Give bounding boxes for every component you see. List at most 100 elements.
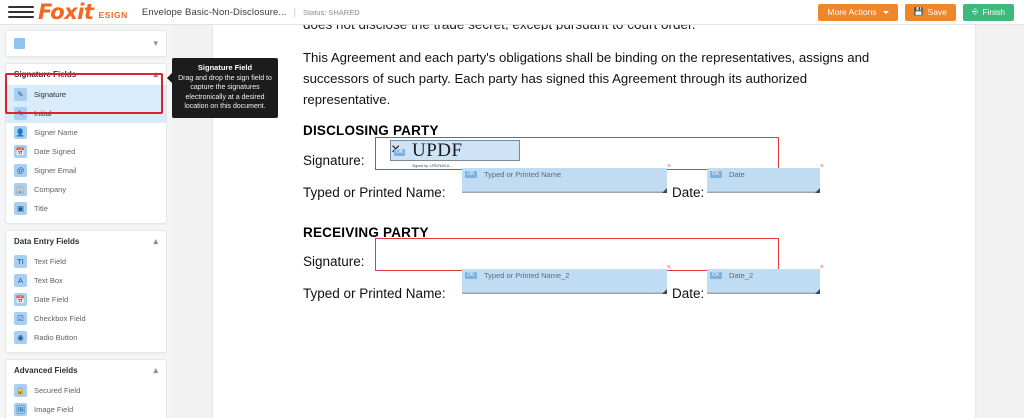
field-ok-badge: OK	[394, 149, 406, 156]
receiving-name-field[interactable]: OK Typed or Printed Name_2 ×	[462, 264, 671, 294]
close-icon[interactable]: ×	[666, 264, 671, 271]
field-label: Image Field	[34, 405, 74, 414]
receiving-date-field[interactable]: OK Date_2 ×	[707, 264, 824, 294]
section-body-signature-fields: ✎ Signature ✎ Initial 👤 Signer Name 📅 Da…	[6, 84, 166, 223]
sidebar-item-date-field[interactable]: 📅 Date Field	[6, 290, 166, 309]
section-data-entry-fields: Data Entry Fields ▴ TI Text Field A Text…	[5, 230, 167, 353]
more-actions-button[interactable]: More Actions	[818, 3, 898, 21]
recipient-dropdown[interactable]: ▾	[6, 31, 166, 56]
disclosing-date-field[interactable]: OK Date ×	[707, 163, 824, 193]
sidebar-item-title[interactable]: ▣ Title	[6, 199, 166, 218]
sidebar-item-secured-field[interactable]: 🔒 Secured Field	[6, 381, 166, 400]
resize-handle[interactable]	[662, 289, 667, 294]
image-icon: 🖼	[14, 403, 27, 416]
chevron-up-icon[interactable]: ▴	[153, 235, 158, 246]
field-placeholder: Date_2	[729, 271, 754, 280]
field-label: Checkbox Field	[34, 314, 86, 323]
sidebar-item-text-box[interactable]: A Text Box	[6, 271, 166, 290]
foxit-logo: Foxit ESIGN	[38, 0, 128, 24]
receiving-date-label: Date:	[672, 286, 705, 301]
brand-name: Foxit	[38, 0, 94, 24]
chevron-down-icon: ▾	[153, 38, 158, 48]
section-title: Advanced Fields	[14, 365, 78, 375]
sidebar-item-signer-email[interactable]: @ Signer Email	[6, 161, 166, 180]
field-label: Text Field	[34, 257, 67, 266]
field-label: Company	[34, 185, 67, 194]
save-button[interactable]: 💾 Save	[904, 3, 956, 21]
close-icon[interactable]: ×	[819, 264, 824, 271]
header-actions: More Actions 💾 Save ⎆ Finish	[818, 3, 1014, 21]
tooltip-arrow	[167, 73, 172, 83]
sidebar-item-text-field[interactable]: TI Text Field	[6, 252, 166, 271]
sidebar-item-signature[interactable]: ✎ Signature	[6, 85, 166, 104]
save-label: Save	[927, 7, 947, 17]
more-actions-label: More Actions	[827, 7, 877, 17]
section-header-advanced-fields[interactable]: Advanced Fields ▴	[6, 360, 166, 380]
section-signature-fields: Signature Fields ▴ ✎ Signature ✎ Initial…	[5, 63, 167, 224]
section-advanced-fields: Advanced Fields ▴ 🔒 Secured Field 🖼 Imag…	[5, 359, 167, 418]
chevron-up-icon[interactable]: ▴	[153, 68, 158, 79]
disclosing-signature-label: Signature:	[303, 153, 365, 168]
user-icon: 👤	[14, 126, 27, 139]
signature-value: UPDF	[412, 140, 463, 161]
field-ok-badge: OK	[710, 171, 722, 178]
field-placeholder: Date	[729, 170, 745, 179]
sidebar-item-radio-button[interactable]: ◉ Radio Button	[6, 328, 166, 347]
status-badge: Status: SHARED	[302, 7, 360, 17]
checkbox-icon: ☑	[14, 312, 27, 325]
field-ok-badge: OK	[465, 272, 477, 279]
section-header-signature-fields[interactable]: Signature Fields ▴	[6, 64, 166, 84]
receiving-party-heading: RECEIVING PARTY	[303, 225, 429, 240]
section-title: Data Entry Fields	[14, 236, 80, 246]
text-box-icon: A	[14, 274, 27, 287]
document-title: Envelope Basic-Non-Disclosure...	[141, 6, 287, 18]
recipient-color-swatch	[14, 38, 25, 49]
initial-pen-icon: ✎	[14, 107, 27, 120]
title-box-icon: ▣	[14, 202, 27, 215]
document-page: does not disclose the trade secret, exce…	[213, 17, 975, 418]
save-disk-icon: 💾	[913, 7, 924, 16]
sidebar-item-company[interactable]: 🏢 Company	[6, 180, 166, 199]
lock-icon: 🔒	[14, 384, 27, 397]
resize-handle[interactable]	[815, 289, 820, 294]
finish-label: Finish	[982, 7, 1005, 17]
field-placeholder: Typed or Printed Name_2	[484, 271, 570, 280]
text-field-icon: TI	[14, 255, 27, 268]
sidebar-item-signer-name[interactable]: 👤 Signer Name	[6, 123, 166, 142]
receiving-signature-label: Signature:	[303, 254, 365, 269]
section-header-data-entry-fields[interactable]: Data Entry Fields ▴	[6, 231, 166, 251]
sidebar-item-checkbox-field[interactable]: ☑ Checkbox Field	[6, 309, 166, 328]
resize-handle[interactable]	[662, 188, 667, 193]
disclosing-name-field[interactable]: OK Typed or Printed Name ×	[462, 163, 671, 193]
calendar-icon: 📅	[14, 145, 27, 158]
sidebar-item-date-signed[interactable]: 📅 Date Signed	[6, 142, 166, 161]
recipient-selector-card: ▾	[5, 30, 167, 57]
chevron-up-icon[interactable]: ▴	[153, 364, 158, 375]
close-icon[interactable]: ×	[666, 163, 671, 170]
building-icon: 🏢	[14, 183, 27, 196]
signature-field-tooltip: Signature Field Drag and drop the sign f…	[167, 58, 278, 118]
receiving-signature-field[interactable]	[375, 238, 779, 271]
field-label: Title	[34, 204, 48, 213]
field-label: Signer Email	[34, 166, 77, 175]
field-label: Signer Name	[34, 128, 78, 137]
finish-button[interactable]: ⎆ Finish	[962, 3, 1014, 21]
document-viewport[interactable]: does not disclose the trade secret, exce…	[172, 17, 1024, 418]
field-label: Date Field	[34, 295, 69, 304]
tooltip-title: Signature Field	[197, 63, 253, 72]
sidebar-item-image-field[interactable]: 🖼 Image Field	[6, 400, 166, 418]
hamburger-icon[interactable]	[8, 6, 34, 18]
close-icon[interactable]: ×	[819, 163, 824, 170]
radio-button-icon: ◉	[14, 331, 27, 344]
disclosing-signature-field[interactable]: OK UPDF Signed by: UPDF&0011... ×	[390, 140, 520, 168]
app-header: Foxit ESIGN Envelope Basic-Non-Disclosur…	[0, 0, 1024, 25]
disclosing-party-heading: DISCLOSING PARTY	[303, 123, 439, 138]
resize-handle[interactable]	[815, 188, 820, 193]
disclosing-date-label: Date:	[672, 185, 705, 200]
tooltip-body: Drag and drop the sign field to capture …	[178, 75, 272, 111]
signature-metadata: Signed by: UPDF&0011...	[412, 164, 453, 168]
field-label: Date Signed	[34, 147, 76, 156]
section-title: Signature Fields	[14, 69, 77, 79]
sidebar-item-initial[interactable]: ✎ Initial	[6, 104, 166, 123]
